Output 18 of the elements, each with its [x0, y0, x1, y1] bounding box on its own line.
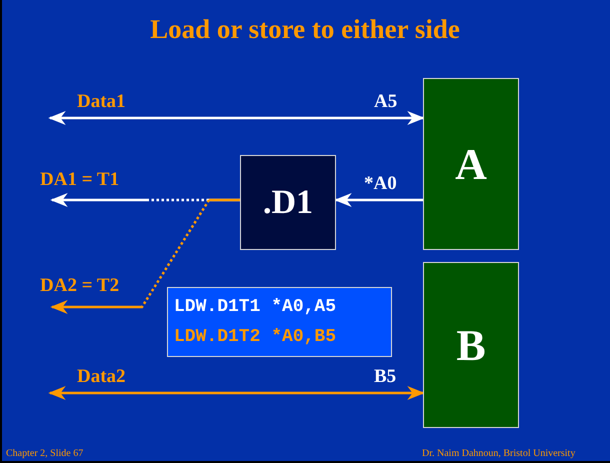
code-line: LDW.D1T2 *A0,B5 [174, 326, 336, 349]
register-file-box [423, 78, 519, 250]
box-label: B [456, 320, 486, 370]
footer-text: Chapter 2, Slide 67 [6, 448, 84, 459]
functional-unit-box [240, 155, 336, 250]
slide-title: Load or store to either side [149, 14, 461, 45]
footer-text: Dr. Naim Dahnoun, Bristol University [422, 448, 576, 459]
arrow [48, 111, 425, 125]
arrow [50, 198, 240, 314]
register-label: A5 [374, 92, 398, 112]
code-line: LDW.D1T1 *A0,A5 [174, 296, 336, 319]
register-label: B5 [374, 367, 396, 387]
arrow [334, 193, 423, 207]
arrow [48, 386, 425, 400]
code-box [167, 287, 392, 357]
box-label: .D1 [262, 184, 314, 222]
register-file-box [423, 262, 519, 428]
box-label: A [455, 138, 487, 190]
